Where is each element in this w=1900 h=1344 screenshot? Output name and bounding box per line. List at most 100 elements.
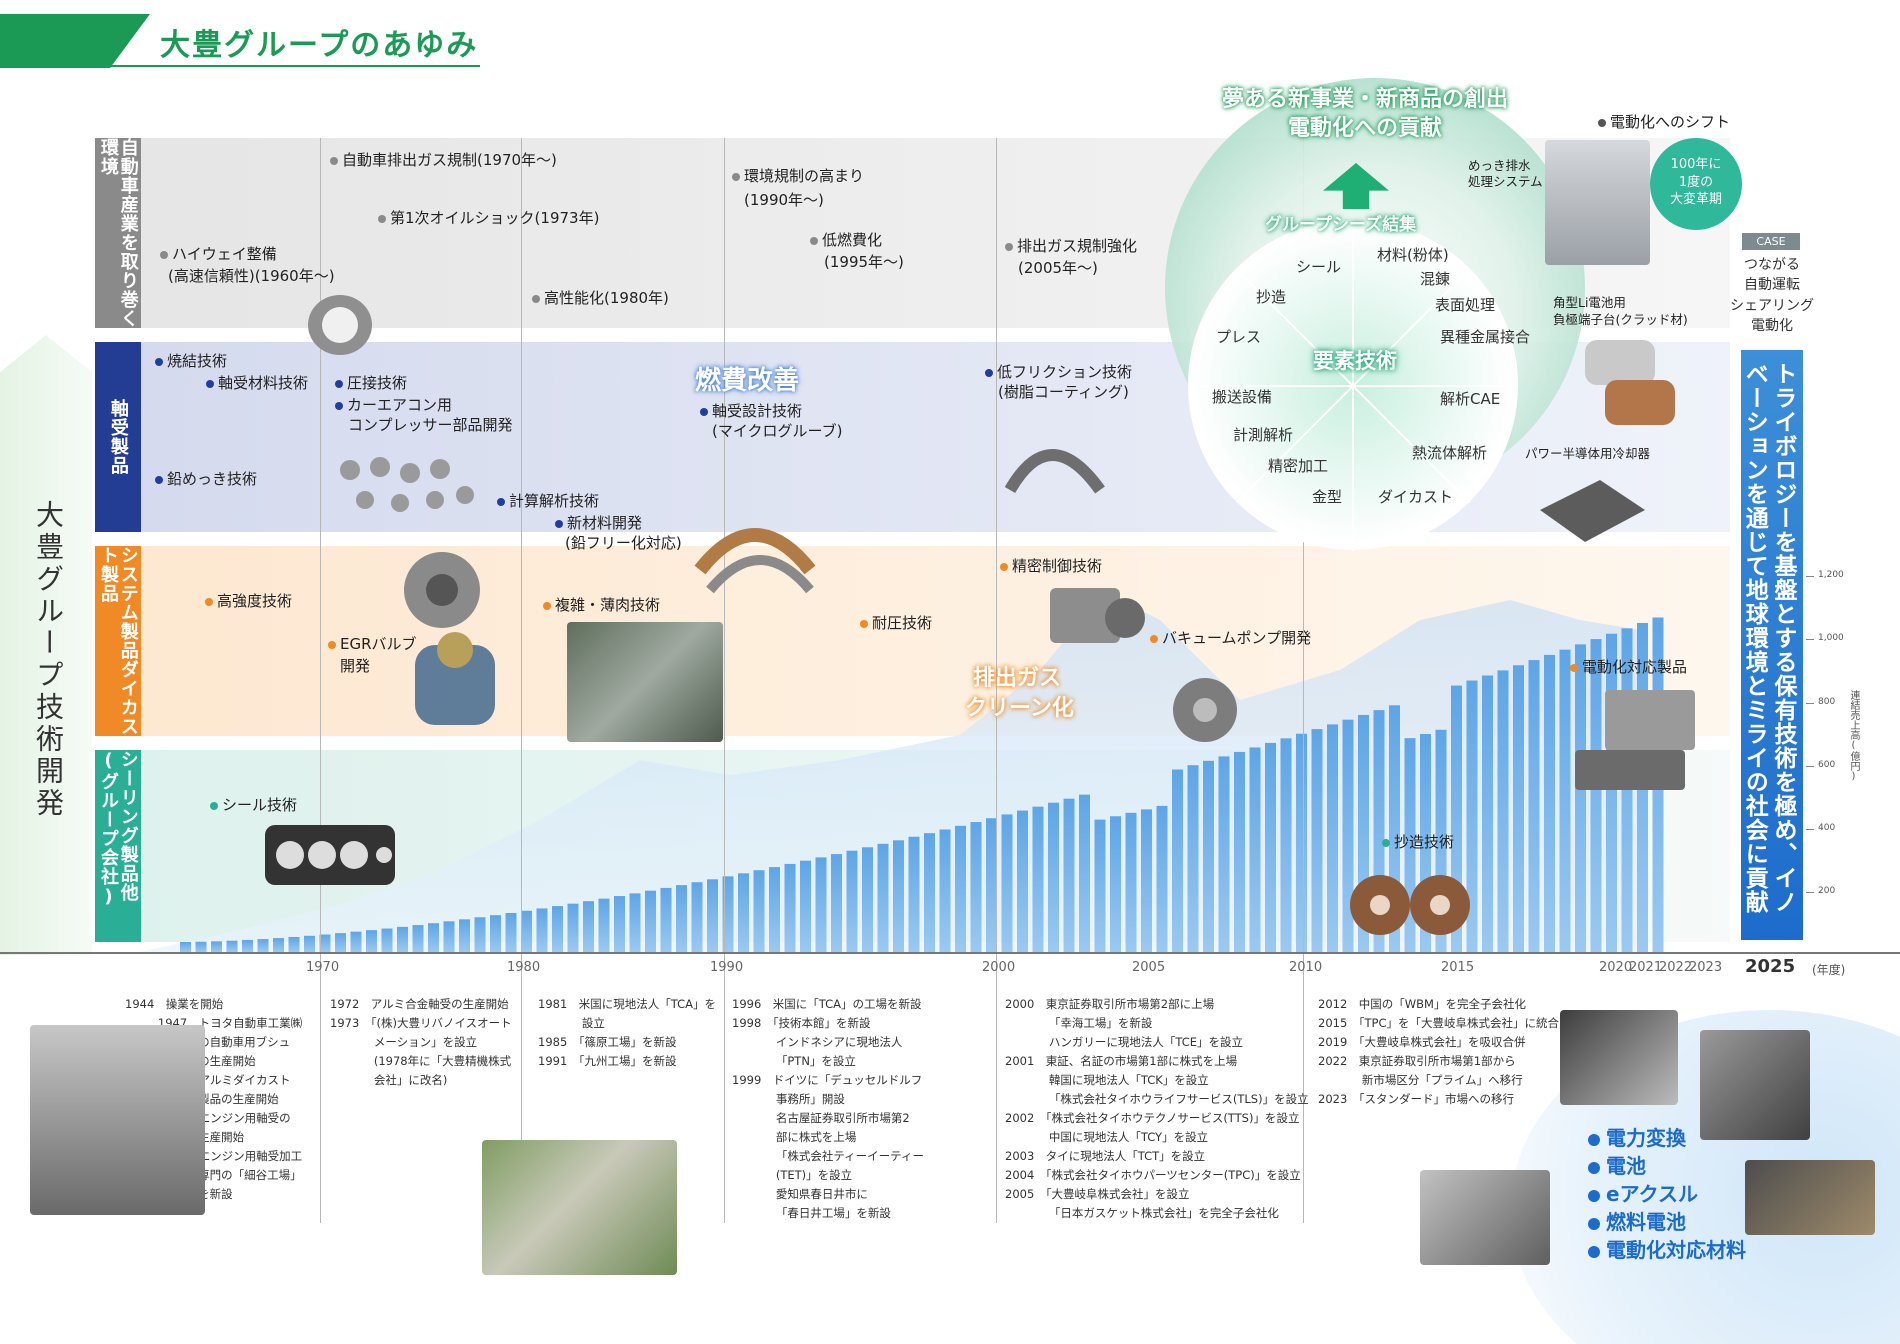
bearing-item: 計算解析技術 <box>497 491 599 513</box>
sales-bar <box>1048 802 1059 952</box>
year-label: 2005 <box>1132 960 1166 975</box>
history-col-2000: 2000 東京証券取引所市場第2部に上場 「幸海工場」を新設 ハンガリーに現地法… <box>1005 997 1309 1220</box>
sales-bar <box>304 935 315 952</box>
e-axle-photo <box>1420 1170 1550 1265</box>
year-label: 2021 <box>1629 960 1663 975</box>
year-unit: (年度) <box>1812 963 1846 977</box>
bearing-item: 焼結技術 <box>155 351 227 373</box>
year-label: 2015 <box>1441 960 1475 975</box>
axis-tick-label: 200 <box>1818 886 1836 896</box>
ring-word: 熱流体解析 <box>1412 444 1488 462</box>
ring-word: 金型 <box>1312 488 1343 506</box>
sales-bar <box>1358 714 1369 952</box>
product-item: 燃料電池 <box>1588 1208 1746 1236</box>
sales-bar <box>1125 812 1137 952</box>
ring-word: プレス <box>1216 328 1262 346</box>
env-item: (2005年〜) <box>1018 259 1098 277</box>
system-item: 精密制御技術 <box>1000 556 1102 578</box>
sales-bar <box>1203 760 1214 952</box>
sales-bar <box>1420 733 1431 952</box>
product-item: 電動化対応材料 <box>1588 1236 1746 1264</box>
axis-tick-label: 600 <box>1818 760 1836 770</box>
env-item: 第1次オイルショック(1973年) <box>378 208 599 230</box>
sales-bar <box>1079 794 1090 952</box>
sales-bar <box>753 870 765 952</box>
power-converter-photo <box>1560 1010 1678 1105</box>
sales-bar <box>552 906 563 952</box>
history-col-1996: 1996 米国に「TCA」の工場を新設 1998 「技術本館」を新設 インドネシ… <box>732 997 924 1220</box>
sales-bar <box>567 903 579 952</box>
system-item: EGRバルブ <box>328 634 417 656</box>
sales-bar <box>1389 705 1400 952</box>
year-label: 2020 <box>1599 960 1633 975</box>
page-title: 大豊グループのあゆみ <box>160 28 479 63</box>
year-line-2010 <box>1303 138 1304 1223</box>
sales-bar <box>1156 805 1168 952</box>
fuel-cell-photo <box>1745 1160 1875 1235</box>
row-label-bearing: 軸受製品 <box>95 342 141 532</box>
li-line-1: 角型Li電池用 <box>1553 295 1626 310</box>
factory-aerial-photo <box>482 1140 677 1275</box>
sales-bar <box>908 836 920 952</box>
sales-bar <box>505 912 517 952</box>
sales-bar <box>397 926 408 952</box>
sales-axis-label: 連結売上高(億円) <box>1848 690 1859 782</box>
env-item: 自動車排出ガス規制(1970年〜) <box>330 150 557 172</box>
sales-bar <box>1544 654 1555 952</box>
sales-bar <box>1575 644 1586 952</box>
year-2025: 2025 <box>1745 956 1796 977</box>
egr-body-illustration <box>415 632 495 725</box>
sales-bar <box>1466 680 1478 952</box>
sales-bar <box>614 896 625 952</box>
plating-system-photo <box>1545 140 1650 265</box>
egr-valve-illustration <box>404 552 480 628</box>
sales-bar <box>1110 816 1121 952</box>
sales-bar <box>877 843 889 952</box>
battery-terminal-illustration <box>1585 340 1675 425</box>
cooler-illustration <box>1540 480 1645 542</box>
year-label: 2010 <box>1289 960 1323 975</box>
circle-top-message: 夢ある新事業・新商品の創出電動化への貢献 <box>1200 86 1530 143</box>
left-arrow-title: 大豊グループ技術開発 <box>32 500 65 820</box>
sales-bar <box>443 921 455 952</box>
bearing-item: 圧接技術 <box>335 373 407 395</box>
axis-tick-label: 800 <box>1818 697 1836 707</box>
sales-bar <box>645 890 656 952</box>
gasket-illustration <box>265 825 395 885</box>
sales-bar <box>211 941 222 952</box>
axis-tick-line <box>1806 703 1814 704</box>
env-item: 環境規制の高まり <box>732 166 864 188</box>
sales-bar <box>862 847 873 952</box>
sales-bar <box>412 925 424 952</box>
sales-bar <box>1311 729 1323 952</box>
row-label-seal: シーリング製品他(グループ会社) <box>95 750 141 942</box>
badge-line-2: 1度の <box>1678 174 1714 190</box>
product-item: 電力変換 <box>1588 1124 1746 1152</box>
sales-bar <box>815 857 827 952</box>
sales-bar <box>970 822 982 952</box>
ring-word: 材料(粉体) <box>1377 246 1449 264</box>
env-item: (高速信頼性)(1960年〜) <box>168 267 335 285</box>
sales-bar <box>257 939 269 952</box>
sales-bar <box>924 833 935 952</box>
bushing-illustration <box>308 295 372 355</box>
fuel-improvement-highlight: 燃費改善 <box>695 366 800 396</box>
sales-bar <box>288 936 300 952</box>
sales-bar <box>583 901 594 952</box>
electrification-product-illustration <box>1575 690 1695 790</box>
sales-bar <box>846 850 858 952</box>
sales-bar <box>1280 738 1292 952</box>
sales-bar <box>180 942 191 952</box>
badge-line-3: 大変革期 <box>1669 192 1722 208</box>
bearing-item: (マイクログルーブ) <box>712 422 843 440</box>
badge-line-1: 100年に <box>1670 157 1722 172</box>
group-seeds-label: グループシーズ結集 <box>1265 215 1417 235</box>
sales-bar <box>1032 806 1044 952</box>
sales-bar <box>800 860 811 952</box>
sales-bar <box>1482 675 1493 952</box>
sales-bar <box>1559 649 1571 952</box>
env-item: 高性能化(1980年) <box>532 288 669 310</box>
sales-bar <box>350 931 362 952</box>
sales-bar <box>784 863 796 952</box>
